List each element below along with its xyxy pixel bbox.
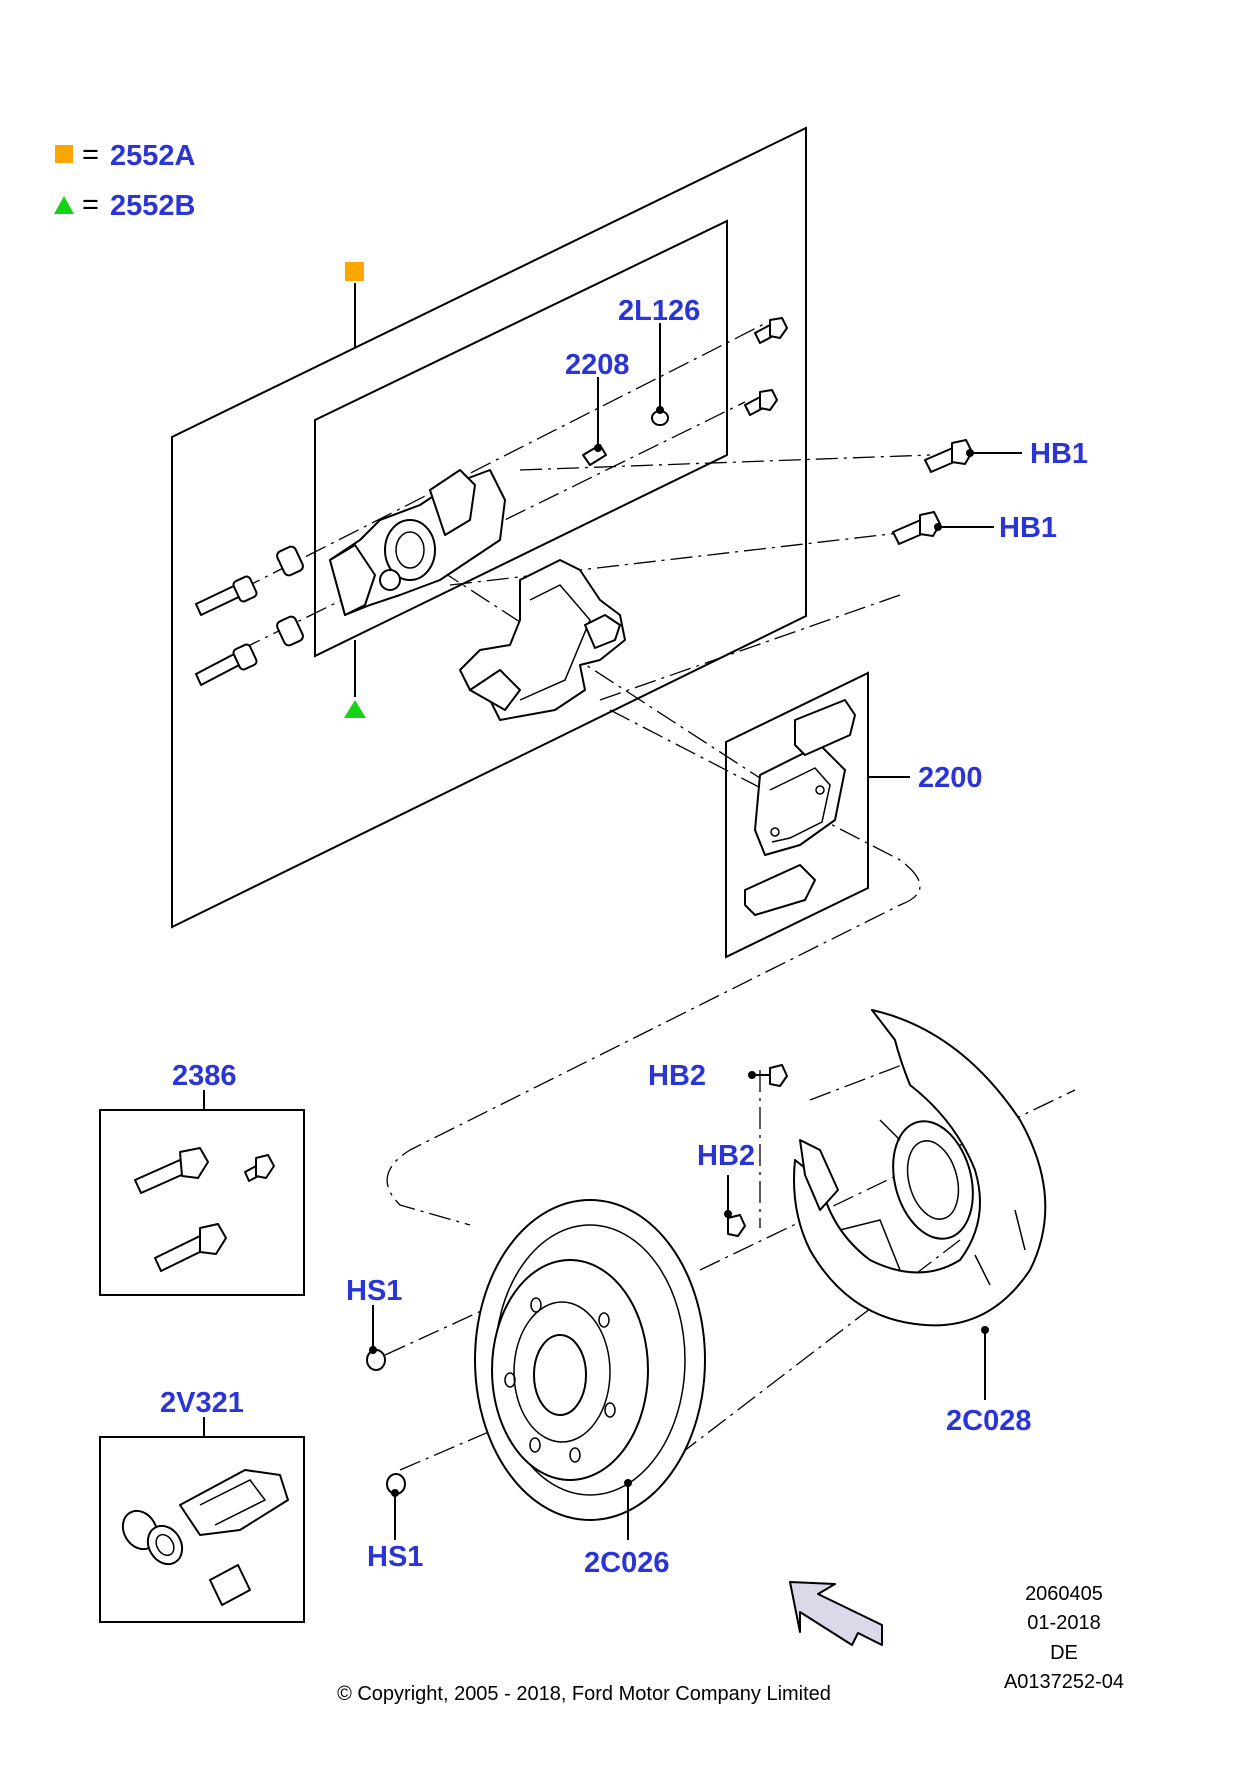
pad-set-frame	[725, 671, 869, 959]
label-hb1-upper: HB1	[1030, 438, 1088, 470]
caliper-bolt-lower	[744, 389, 778, 416]
bolt-kit-frame	[99, 1109, 305, 1296]
legend-code-2552a: 2552A	[110, 140, 196, 172]
caliper-parts	[195, 317, 973, 721]
label-hb2-upper: HB2	[648, 1060, 706, 1092]
label-2c026: 2C026	[584, 1547, 669, 1579]
label-2v321: 2V321	[160, 1387, 244, 1419]
label-2208: 2208	[565, 349, 630, 381]
leader-lines	[203, 323, 1022, 1540]
pin-boot-lower	[276, 615, 304, 647]
guide-pin-lower	[195, 643, 258, 686]
label-hs1-lower: HS1	[367, 1541, 423, 1573]
brake-pad-set	[725, 671, 869, 959]
label-2386: 2386	[172, 1060, 237, 1092]
legend-equals-1: =	[82, 139, 99, 171]
bracket-bolt-hb1-lower	[892, 511, 941, 545]
legend-code-2552b: 2552B	[110, 190, 195, 222]
pin-boot-upper	[276, 545, 304, 577]
label-2l126: 2L126	[618, 295, 700, 327]
legend: = 2552A = 2552B	[54, 139, 196, 222]
bolt-kit-2386	[99, 1109, 305, 1296]
triangle-marker-icon	[344, 700, 366, 718]
label-2c028: 2C028	[946, 1405, 1031, 1437]
label-hs1-upper: HS1	[346, 1275, 402, 1307]
brake-disc	[474, 1199, 706, 1521]
shield-bolt-hb2-upper	[769, 1064, 788, 1087]
label-hb2-lower: HB2	[697, 1140, 755, 1172]
slider-kit-frame	[99, 1436, 305, 1623]
info-line-1: 2060405	[1025, 1583, 1103, 1605]
view-direction-arrow-icon	[789, 1581, 883, 1646]
square-marker-icon	[55, 145, 73, 163]
label-hb1-lower: HB1	[999, 512, 1057, 544]
caliper-assembly-frames	[171, 126, 807, 929]
caliper-bracket	[459, 559, 626, 721]
shield-bolt-hb2-lower	[727, 1214, 746, 1237]
copyright-text: © Copyright, 2005 - 2018, Ford Motor Com…	[337, 1683, 831, 1705]
bracket-bolt-hb1-upper	[924, 439, 973, 473]
inner-caliper-frame	[314, 219, 728, 658]
diagram-info: 2060405 01-2018 DE A0137252-04	[1004, 1583, 1124, 1693]
guide-pin-upper	[195, 575, 258, 616]
slider-kit-2v321	[99, 1436, 305, 1623]
info-line-4: A0137252-04	[1004, 1671, 1124, 1693]
brake-shield	[793, 1009, 1047, 1327]
fasteners	[366, 1064, 788, 1495]
info-line-2: 01-2018	[1027, 1612, 1100, 1634]
info-line-3: DE	[1050, 1642, 1078, 1664]
part-labels: 2L126 2208 HB1 HB1 2200 2386 HB2 HB2 HS1…	[160, 295, 1088, 1579]
outer-caliper-frame	[171, 126, 807, 929]
label-2200: 2200	[918, 762, 983, 794]
caliper-bolt-upper	[754, 317, 788, 344]
disc-screw-hs1-upper	[366, 1349, 386, 1371]
triangle-marker-icon	[54, 196, 74, 214]
square-marker-icon	[345, 262, 364, 281]
legend-equals-2: =	[82, 189, 99, 221]
caliper-housing	[329, 469, 506, 616]
